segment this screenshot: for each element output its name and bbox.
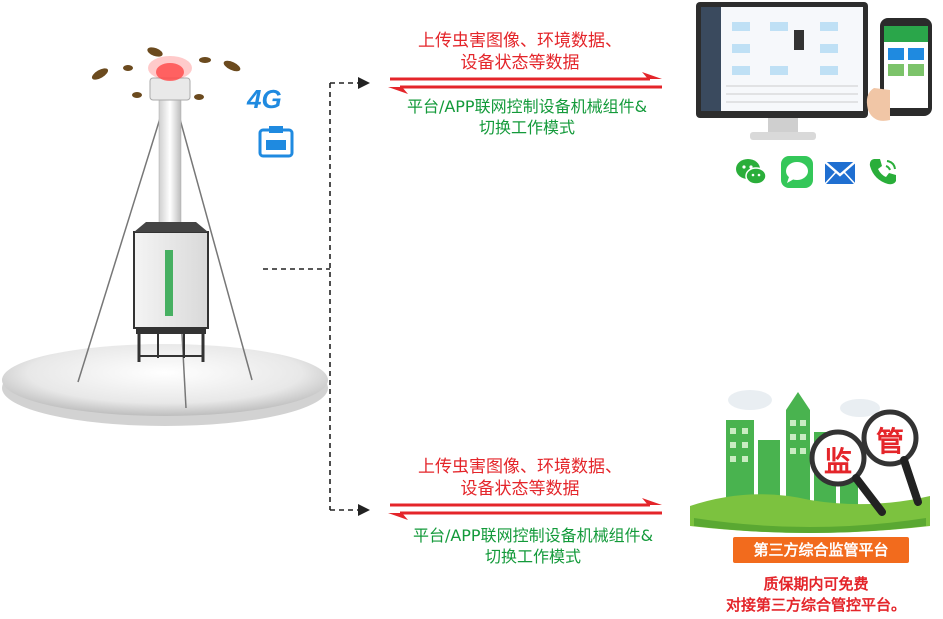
4g-icon: 4G: [247, 84, 282, 114]
top-upload-text: 上传虫害图像、环境数据、 设备状态等数据: [385, 30, 655, 74]
top-upload-line2: 设备状态等数据: [460, 53, 580, 73]
bottom-upload-line2: 设备状态等数据: [460, 479, 580, 499]
message-icon: [781, 156, 813, 188]
top-control-arrow: [388, 85, 662, 94]
bottom-control-line1: 平台/APP联网控制设备机械组件&: [412, 526, 654, 545]
sign-char-jian: 监: [823, 445, 852, 478]
top-upload-line1: 上传虫害图像、环境数据、: [418, 31, 622, 51]
third-party-note-line1: 质保期内可免费: [763, 575, 869, 593]
bottom-upload-line1: 上传虫害图像、环境数据、: [418, 457, 622, 477]
city-supervision-illustration: [690, 390, 930, 533]
bottom-control-arrow: [388, 511, 662, 520]
phone-icon: [869, 159, 896, 185]
third-party-note: 质保期内可免费 对接第三方综合管控平台。: [690, 574, 942, 616]
monitor-and-phone-illustration: [696, 2, 932, 140]
third-party-note-line2: 对接第三方综合管控平台。: [725, 596, 906, 614]
top-control-line1: 平台/APP联网控制设备机械组件&: [406, 97, 648, 116]
bottom-upload-text: 上传虫害图像、环境数据、 设备状态等数据: [385, 456, 655, 500]
top-control-text: 平台/APP联网控制设备机械组件& 切换工作模式: [378, 96, 676, 138]
bottom-control-text: 平台/APP联网控制设备机械组件& 切换工作模式: [388, 525, 678, 567]
insect-monitoring-device-illustration: [2, 47, 328, 426]
third-party-platform-label: 第三方综合监管平台: [733, 537, 909, 563]
mail-icon: [824, 161, 856, 185]
bottom-upload-arrow: [390, 498, 662, 507]
ethernet-port-icon: [258, 126, 294, 158]
wechat-icon: [736, 159, 767, 185]
sign-char-guan: 管: [875, 425, 904, 458]
top-upload-arrow: [390, 72, 662, 81]
top-control-line2: 切换工作模式: [478, 118, 575, 137]
bottom-control-line2: 切换工作模式: [484, 547, 581, 566]
